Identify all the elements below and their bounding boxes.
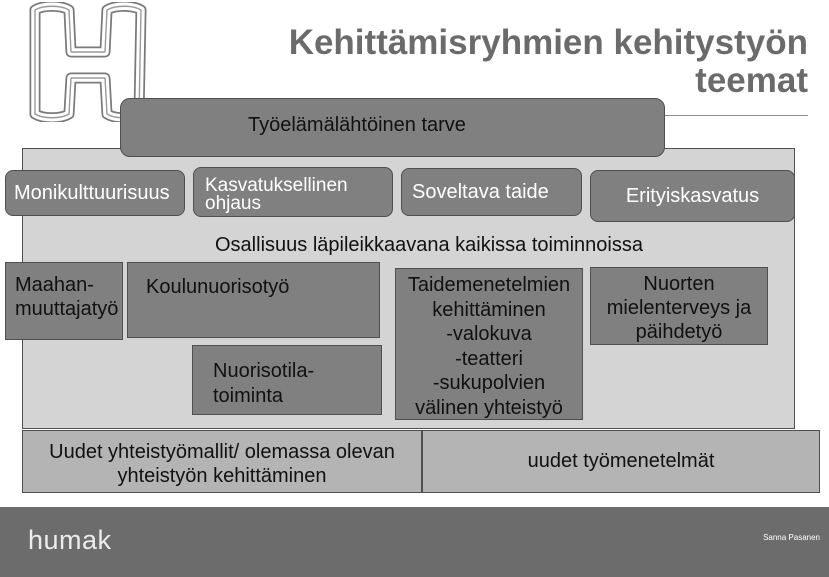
development-label: yhteistyön kehittäminen xyxy=(117,465,327,487)
development-label: uudet työmenetelmät xyxy=(527,450,715,472)
area-label: välinen yhteistyö xyxy=(415,396,563,419)
theme-box-applied-art: Soveltava taide xyxy=(401,168,582,216)
area-label: päihdetyö xyxy=(635,321,723,343)
theme-label: Monikulttuurisuus xyxy=(14,182,170,204)
theme-box-multiculturalism: Monikulttuurisuus xyxy=(5,170,185,216)
theme-label: Soveltava taide xyxy=(412,181,549,203)
slide-title: Kehittämisryhmien kehitystyön teemat xyxy=(289,24,808,100)
title-divider xyxy=(600,115,808,116)
development-box-new-methods: uudet työmenetelmät xyxy=(422,430,820,493)
area-label: Taidemenetelmien xyxy=(407,274,571,296)
area-label: Nuorisotila- xyxy=(213,360,315,382)
crosscutting-participation-text: Osallisuus läpileikkaavana kaikissa toim… xyxy=(215,234,643,256)
author-name: Sanna Pasanen xyxy=(763,533,820,542)
area-label: kehittäminen xyxy=(432,298,546,321)
area-label: toiminta xyxy=(213,385,284,407)
area-box-school-youth-work: Koulunuorisotyö xyxy=(127,262,380,338)
area-label: Koulunuorisotyö xyxy=(146,276,290,298)
worklife-need-label: Työelämälähtöinen tarve xyxy=(248,114,466,136)
area-label: -valokuva xyxy=(446,323,532,345)
theme-box-special-education: Erityiskasvatus xyxy=(590,170,795,222)
theme-label: Kasvatuksellinen xyxy=(205,175,348,196)
area-label: mielenterveys ja xyxy=(606,297,752,319)
development-box-cooperation-models: Uudet yhteistyömallit/ olemassa olevan y… xyxy=(22,430,422,493)
slide-footer: humak Sanna Pasanen xyxy=(0,507,829,577)
area-label: -sukupolvien xyxy=(432,372,546,394)
development-label: Uudet yhteistyömallit/ olemassa olevan xyxy=(49,441,395,463)
area-box-immigrant-work: Maahan- muuttajatyö xyxy=(5,262,123,340)
theme-label: Erityiskasvatus xyxy=(625,185,760,207)
area-box-art-methods: Taidemenetelmien kehittäminen -valokuva … xyxy=(395,268,583,420)
area-box-youth-mental-health: Nuorten mielenterveys ja päihdetyö xyxy=(590,267,768,345)
theme-label: ohjaus xyxy=(205,193,261,214)
slide-title-line: Kehittämisryhmien kehitystyön xyxy=(288,23,808,62)
area-box-youth-center-activity: Nuorisotila- toiminta xyxy=(192,345,382,415)
area-label: Nuorten xyxy=(643,273,715,295)
slide-title-line: teemat xyxy=(695,61,808,100)
humak-brand-text: humak xyxy=(28,525,112,555)
worklife-need-box: Työelämälähtöinen tarve xyxy=(120,98,665,157)
area-label: -teatteri xyxy=(455,347,523,370)
area-label: muuttajatyö xyxy=(15,298,119,320)
theme-box-educational-guidance: Kasvatuksellinen ohjaus xyxy=(193,167,393,217)
area-label: Maahan- xyxy=(15,274,94,296)
